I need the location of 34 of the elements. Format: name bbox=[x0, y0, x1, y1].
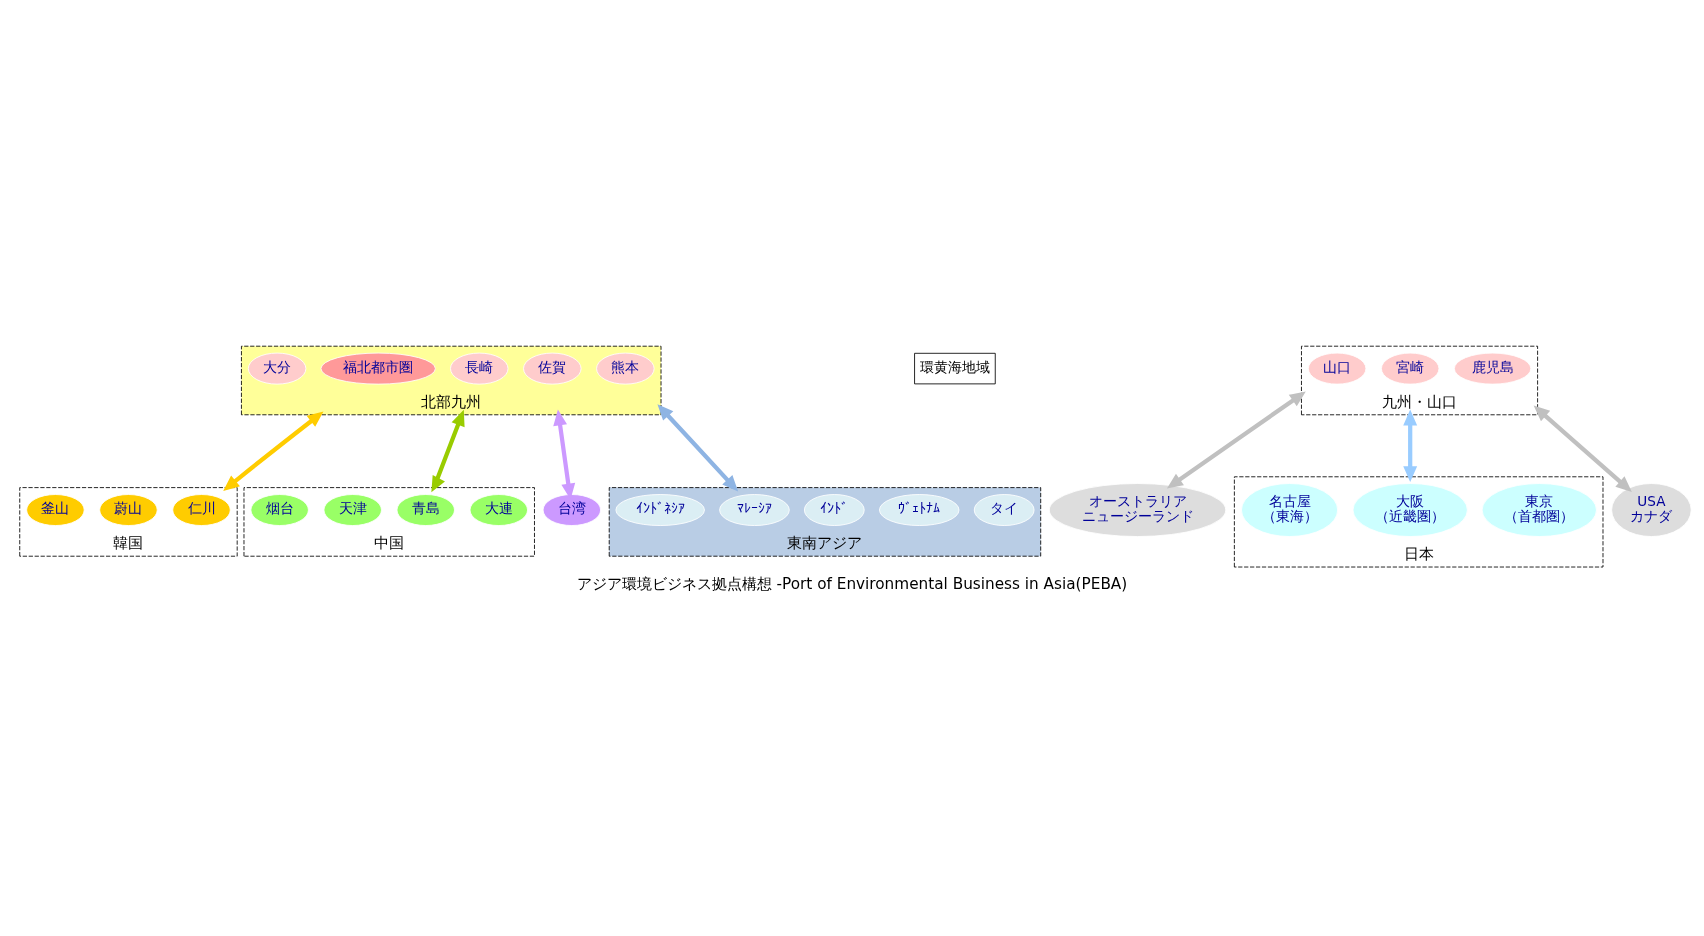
arrow bbox=[1166, 390, 1306, 489]
caption: アジア環境ビジネス拠点構想 -Port of Environmental Business in Asia(PEBA) bbox=[576, 574, 1128, 593]
arrow bbox=[1403, 409, 1418, 482]
node-ellipse: 鹿児島 bbox=[1453, 352, 1532, 385]
arrow bbox=[431, 409, 465, 492]
node-ellipse: USA カナダ bbox=[1611, 482, 1692, 537]
node-ellipse: 熊本 bbox=[596, 352, 655, 385]
node-ellipse: 大阪 （近畿圏） bbox=[1352, 482, 1468, 537]
node-ellipse: 蔚山 bbox=[99, 493, 158, 526]
node-ellipse: 烟台 bbox=[250, 493, 309, 526]
arrow bbox=[223, 411, 324, 491]
node-ellipse: ﾏﾚｰｼｱ bbox=[719, 493, 790, 526]
node-ellipse: ｲﾝﾄﾞﾈｼｱ bbox=[615, 493, 705, 526]
node-ellipse: 台湾 bbox=[542, 493, 602, 526]
node-box: 環黄海地域 bbox=[914, 352, 996, 384]
node-ellipse: タイ bbox=[973, 493, 1035, 526]
node-ellipse: ｲﾝﾄﾞ bbox=[803, 493, 865, 526]
arrow bbox=[657, 403, 739, 491]
node-ellipse: 長崎 bbox=[450, 352, 509, 385]
node-ellipse: 東京 （首都圏） bbox=[1481, 482, 1597, 537]
arrow bbox=[1533, 405, 1632, 492]
node-ellipse: 名古屋 （東海） bbox=[1241, 482, 1339, 537]
node-ellipse: 佐賀 bbox=[523, 352, 582, 385]
node-ellipse: 仁川 bbox=[172, 493, 231, 526]
node-ellipse: 大分 bbox=[247, 352, 307, 385]
node-ellipse: 大連 bbox=[469, 493, 528, 526]
node-ellipse: ｳﾞｪﾄﾅﾑ bbox=[879, 493, 960, 526]
node-ellipse: 山口 bbox=[1307, 352, 1367, 385]
node-ellipse: 青島 bbox=[396, 493, 455, 526]
node-ellipse: 福北都市圏 bbox=[320, 352, 436, 385]
node-ellipse: 釜山 bbox=[26, 493, 85, 526]
node-ellipse: 天津 bbox=[323, 493, 382, 526]
node-ellipse: 宮崎 bbox=[1381, 352, 1440, 385]
node-ellipse: オーストラリア ニュージーランド bbox=[1048, 482, 1227, 537]
